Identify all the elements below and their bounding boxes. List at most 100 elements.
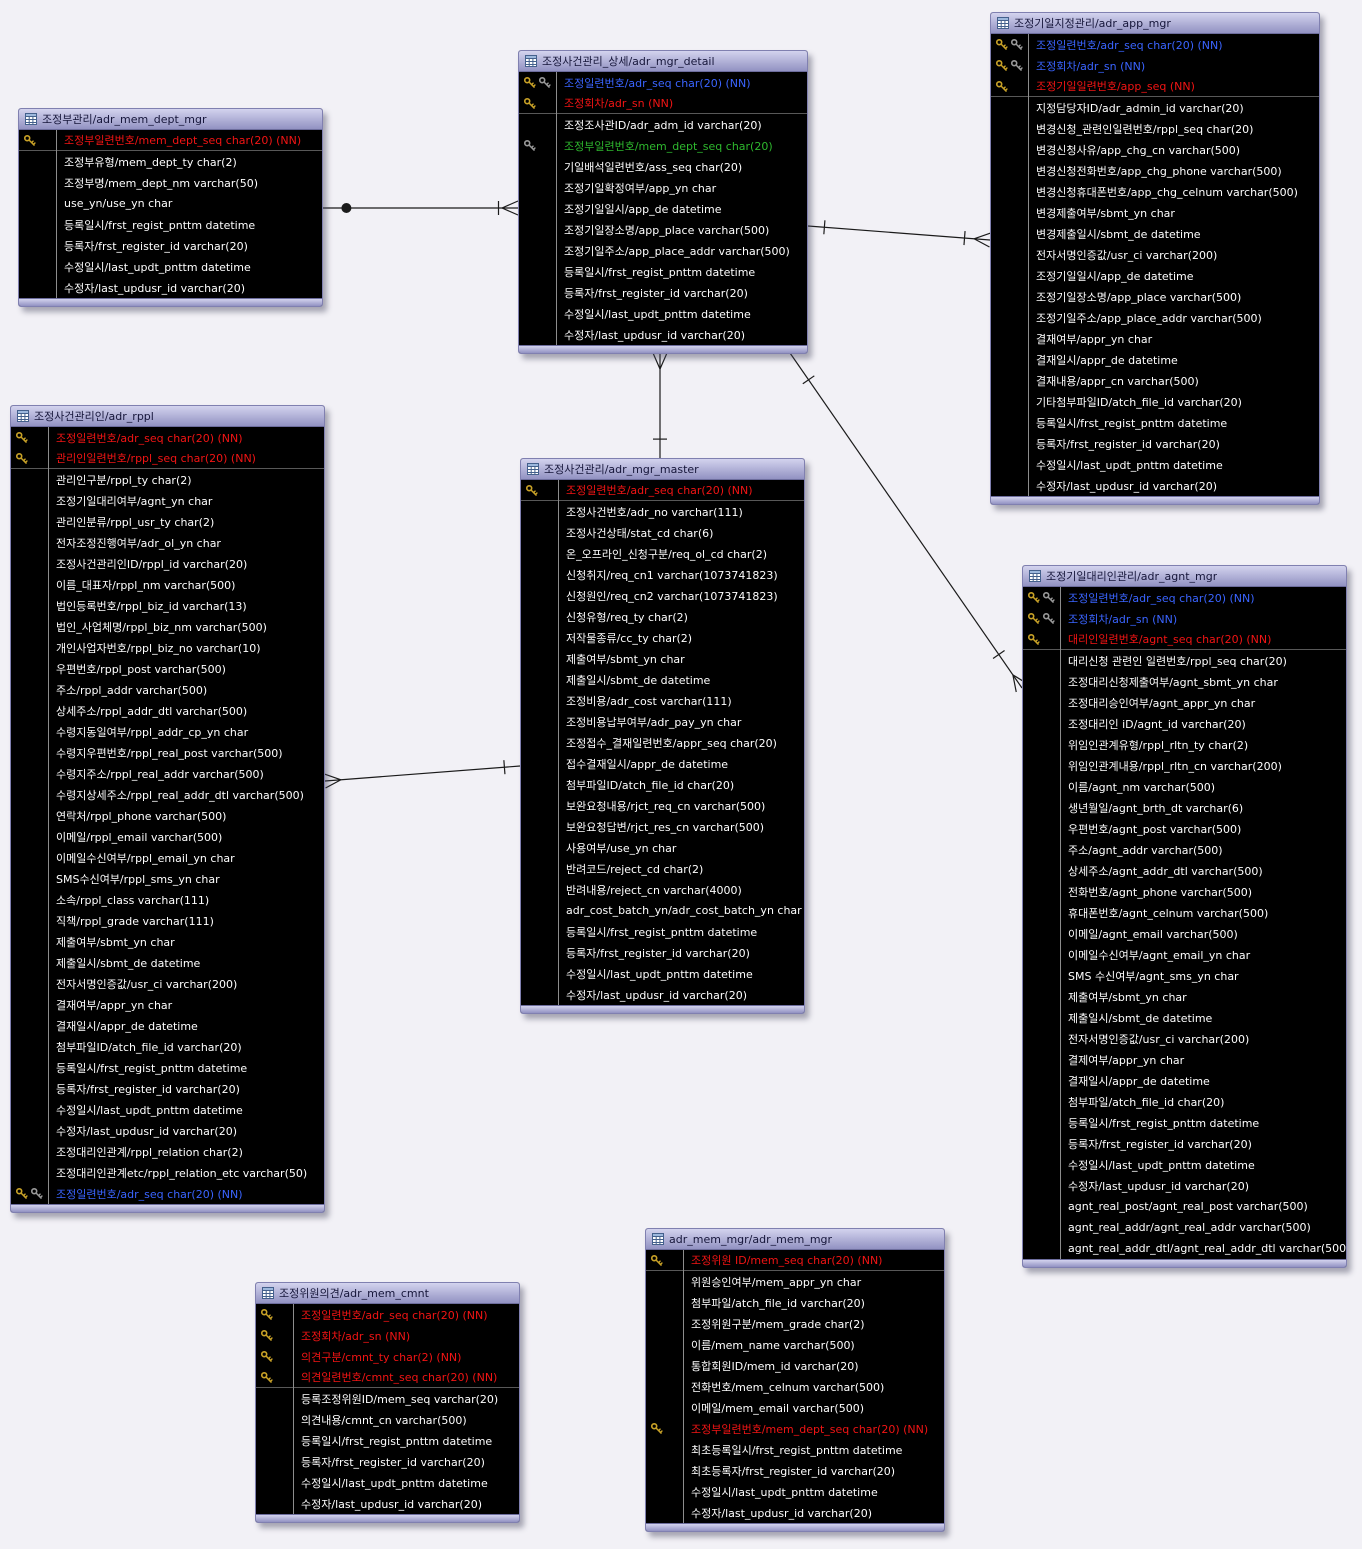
column-row[interactable]: SMS 수신여부/agnt_sms_yn char — [1023, 965, 1346, 986]
column-row[interactable]: 변경제출일시/sbmt_de datetime — [991, 223, 1319, 244]
column-row[interactable]: 결재일시/appr_de datetime — [11, 1015, 324, 1036]
column-row[interactable]: 의견일련번호/cmnt_seq char(20) (NN) — [256, 1367, 519, 1388]
column-row[interactable]: 변경신청사유/app_chg_cn varchar(500) — [991, 139, 1319, 160]
entity-header[interactable]: 조정기일대리인관리/adr_agnt_mgr — [1023, 566, 1346, 587]
column-row[interactable]: 조정기일확정여부/app_yn char — [519, 177, 807, 198]
column-row[interactable]: 연락처/rppl_phone varchar(500) — [11, 805, 324, 826]
column-row[interactable]: 신청취지/req_cn1 varchar(1073741823) — [521, 564, 804, 585]
column-row[interactable]: 조정기일주소/app_place_addr varchar(500) — [991, 307, 1319, 328]
column-row[interactable]: 조정조사관ID/adr_adm_id varchar(20) — [519, 114, 807, 135]
column-row[interactable]: 등록일시/frst_regist_pnttm datetime — [991, 412, 1319, 433]
column-row[interactable]: 변경신청전화번호/app_chg_phone varchar(500) — [991, 160, 1319, 181]
entity-header[interactable]: 조정부관리/adr_mem_dept_mgr — [19, 109, 322, 130]
column-row[interactable]: 수정일시/last_updt_pnttm datetime — [11, 1099, 324, 1120]
column-row[interactable]: 수정자/last_updusr_id varchar(20) — [519, 324, 807, 345]
column-row[interactable]: 전화번호/mem_celnum varchar(500) — [646, 1376, 944, 1397]
column-row[interactable]: 등록일시/frst_regist_pnttm datetime — [256, 1430, 519, 1451]
relationship-adr_mgr_master-to-adr_rppl[interactable] — [324, 760, 521, 789]
column-row[interactable]: 조정부일련번호/mem_dept_seq char(20) (NN) — [646, 1418, 944, 1439]
entity-header[interactable]: adr_mem_mgr/adr_mem_mgr — [646, 1229, 944, 1250]
column-row[interactable]: 등록자/frst_register_id varchar(20) — [519, 282, 807, 303]
column-row[interactable]: 위임인관계내용/rppl_rltn_cn varchar(200) — [1023, 755, 1346, 776]
column-row[interactable]: 조정일련번호/adr_seq char(20) (NN) — [519, 72, 807, 93]
column-row[interactable]: 조정일련번호/adr_seq char(20) (NN) — [256, 1304, 519, 1325]
column-row[interactable]: 등록일시/frst_regist_pnttm datetime — [11, 1057, 324, 1078]
column-row[interactable]: 주소/agnt_addr varchar(500) — [1023, 839, 1346, 860]
column-row[interactable]: 조정일련번호/adr_seq char(20) (NN) — [521, 480, 804, 501]
column-row[interactable]: 수정자/last_updusr_id varchar(20) — [256, 1493, 519, 1514]
column-row[interactable]: 변경신청_관련인일련번호/rppl_seq char(20) — [991, 118, 1319, 139]
column-row[interactable]: 보완요청답변/rjct_res_cn varchar(500) — [521, 816, 804, 837]
column-row[interactable]: 등록일시/frst_regist_pnttm datetime — [1023, 1112, 1346, 1133]
column-row[interactable]: 결재여부/appr_yn char — [11, 994, 324, 1015]
column-row[interactable]: 등록일시/frst_regist_pnttm datetime — [519, 261, 807, 282]
column-row[interactable]: 이메일/agnt_email varchar(500) — [1023, 923, 1346, 944]
column-row[interactable]: 이메일수신여부/rppl_email_yn char — [11, 847, 324, 868]
column-row[interactable]: 조정기일장소명/app_place varchar(500) — [519, 219, 807, 240]
column-row[interactable]: 전화번호/agnt_phone varchar(500) — [1023, 881, 1346, 902]
column-row[interactable]: 기일배석일련번호/ass_seq char(20) — [519, 156, 807, 177]
column-row[interactable]: 지정담당자ID/adr_admin_id varchar(20) — [991, 97, 1319, 118]
column-row[interactable]: 전자서명인증값/usr_ci varchar(200) — [991, 244, 1319, 265]
relationship-adr_mgr_detail-to-adr_app_mgr[interactable] — [807, 220, 991, 248]
column-row[interactable]: 조정비용납부여부/adr_pay_yn char — [521, 711, 804, 732]
column-row[interactable]: 직책/rppl_grade varchar(111) — [11, 910, 324, 931]
column-row[interactable]: 수정자/last_updusr_id varchar(20) — [19, 277, 322, 298]
column-row[interactable]: 첨부파일/atch_file_id varchar(20) — [646, 1292, 944, 1313]
column-row[interactable]: 등록일시/frst_regist_pnttm datetime — [521, 921, 804, 942]
column-row[interactable]: 이메일/rppl_email varchar(500) — [11, 826, 324, 847]
column-row[interactable]: 개인사업자번호/rppl_biz_no varchar(10) — [11, 637, 324, 658]
column-row[interactable]: SMS수신여부/rppl_sms_yn char — [11, 868, 324, 889]
column-row[interactable]: 위임인관계유형/rppl_rltn_ty char(2) — [1023, 734, 1346, 755]
column-row[interactable]: 변경제출여부/sbmt_yn char — [991, 202, 1319, 223]
column-row[interactable]: 조정비용/adr_cost varchar(111) — [521, 690, 804, 711]
column-row[interactable]: 등록자/frst_register_id varchar(20) — [19, 235, 322, 256]
column-row[interactable]: 관리인구분/rppl_ty char(2) — [11, 469, 324, 490]
column-row[interactable]: 조정사건관리인ID/rppl_id varchar(20) — [11, 553, 324, 574]
column-row[interactable]: 우편번호/agnt_post varchar(500) — [1023, 818, 1346, 839]
column-row[interactable]: 온_오프라인_신청구분/req_ol_cd char(2) — [521, 543, 804, 564]
column-row[interactable]: 보완요청내용/rjct_req_cn varchar(500) — [521, 795, 804, 816]
column-row[interactable]: 수정자/last_updusr_id varchar(20) — [521, 984, 804, 1005]
column-row[interactable]: 수정일시/last_updt_pnttm datetime — [19, 256, 322, 277]
column-row[interactable]: 사용여부/use_yn char — [521, 837, 804, 858]
column-row[interactable]: 통합회원ID/mem_id varchar(20) — [646, 1355, 944, 1376]
column-row[interactable]: 전자조정진행여부/adr_ol_yn char — [11, 532, 324, 553]
column-row[interactable]: 생년월일/agnt_brth_dt varchar(6) — [1023, 797, 1346, 818]
column-row[interactable]: 조정부일련번호/mem_dept_seq char(20) (NN) — [19, 130, 322, 151]
column-row[interactable]: 조정기일일련번호/app_seq (NN) — [991, 76, 1319, 97]
column-row[interactable]: 제출일시/sbmt_de datetime — [11, 952, 324, 973]
column-row[interactable]: agnt_real_addr/agnt_real_addr varchar(50… — [1023, 1217, 1346, 1238]
column-row[interactable]: 조정위원구분/mem_grade char(2) — [646, 1313, 944, 1334]
column-row[interactable]: 조정기일장소명/app_place varchar(500) — [991, 286, 1319, 307]
column-row[interactable]: 제출여부/sbmt_yn char — [521, 648, 804, 669]
column-row[interactable]: 첨부파일ID/atch_file_id char(20) — [521, 774, 804, 795]
column-row[interactable]: 의견구분/cmnt_ty char(2) (NN) — [256, 1346, 519, 1367]
column-row[interactable]: 조정부명/mem_dept_nm varchar(50) — [19, 172, 322, 193]
column-row[interactable]: 수정일시/last_updt_pnttm datetime — [519, 303, 807, 324]
column-row[interactable]: 조정대리인관계etc/rppl_relation_etc varchar(50) — [11, 1162, 324, 1183]
column-row[interactable]: 대리인일련번호/agnt_seq char(20) (NN) — [1023, 629, 1346, 650]
column-row[interactable]: 수정자/last_updusr_id varchar(20) — [1023, 1175, 1346, 1196]
column-row[interactable]: 전자서명인증값/usr_ci varchar(200) — [1023, 1028, 1346, 1049]
column-row[interactable]: 조정일련번호/adr_seq char(20) (NN) — [1023, 587, 1346, 608]
column-row[interactable]: 등록조정위원ID/mem_seq varchar(20) — [256, 1388, 519, 1409]
column-row[interactable]: 결재일시/appr_de datetime — [1023, 1070, 1346, 1091]
column-row[interactable]: 등록자/frst_register_id varchar(20) — [11, 1078, 324, 1099]
column-row[interactable]: 신청원인/req_cn2 varchar(1073741823) — [521, 585, 804, 606]
relationship-adr_mgr_master-to-adr_mgr_detail[interactable] — [652, 352, 668, 458]
column-row[interactable]: 의견내용/cmnt_cn varchar(500) — [256, 1409, 519, 1430]
column-row[interactable]: adr_cost_batch_yn/adr_cost_batch_yn char — [521, 900, 804, 921]
column-row[interactable]: 조정부일련번호/mem_dept_seq char(20) — [519, 135, 807, 156]
column-row[interactable]: 법인등록번호/rppl_biz_id varchar(13) — [11, 595, 324, 616]
column-row[interactable]: 상세주소/agnt_addr_dtl varchar(500) — [1023, 860, 1346, 881]
column-row[interactable]: 수정일시/last_updt_pnttm datetime — [1023, 1154, 1346, 1175]
column-row[interactable]: agnt_real_post/agnt_real_post varchar(50… — [1023, 1196, 1346, 1217]
column-row[interactable]: 결재여부/appr_yn char — [991, 328, 1319, 349]
